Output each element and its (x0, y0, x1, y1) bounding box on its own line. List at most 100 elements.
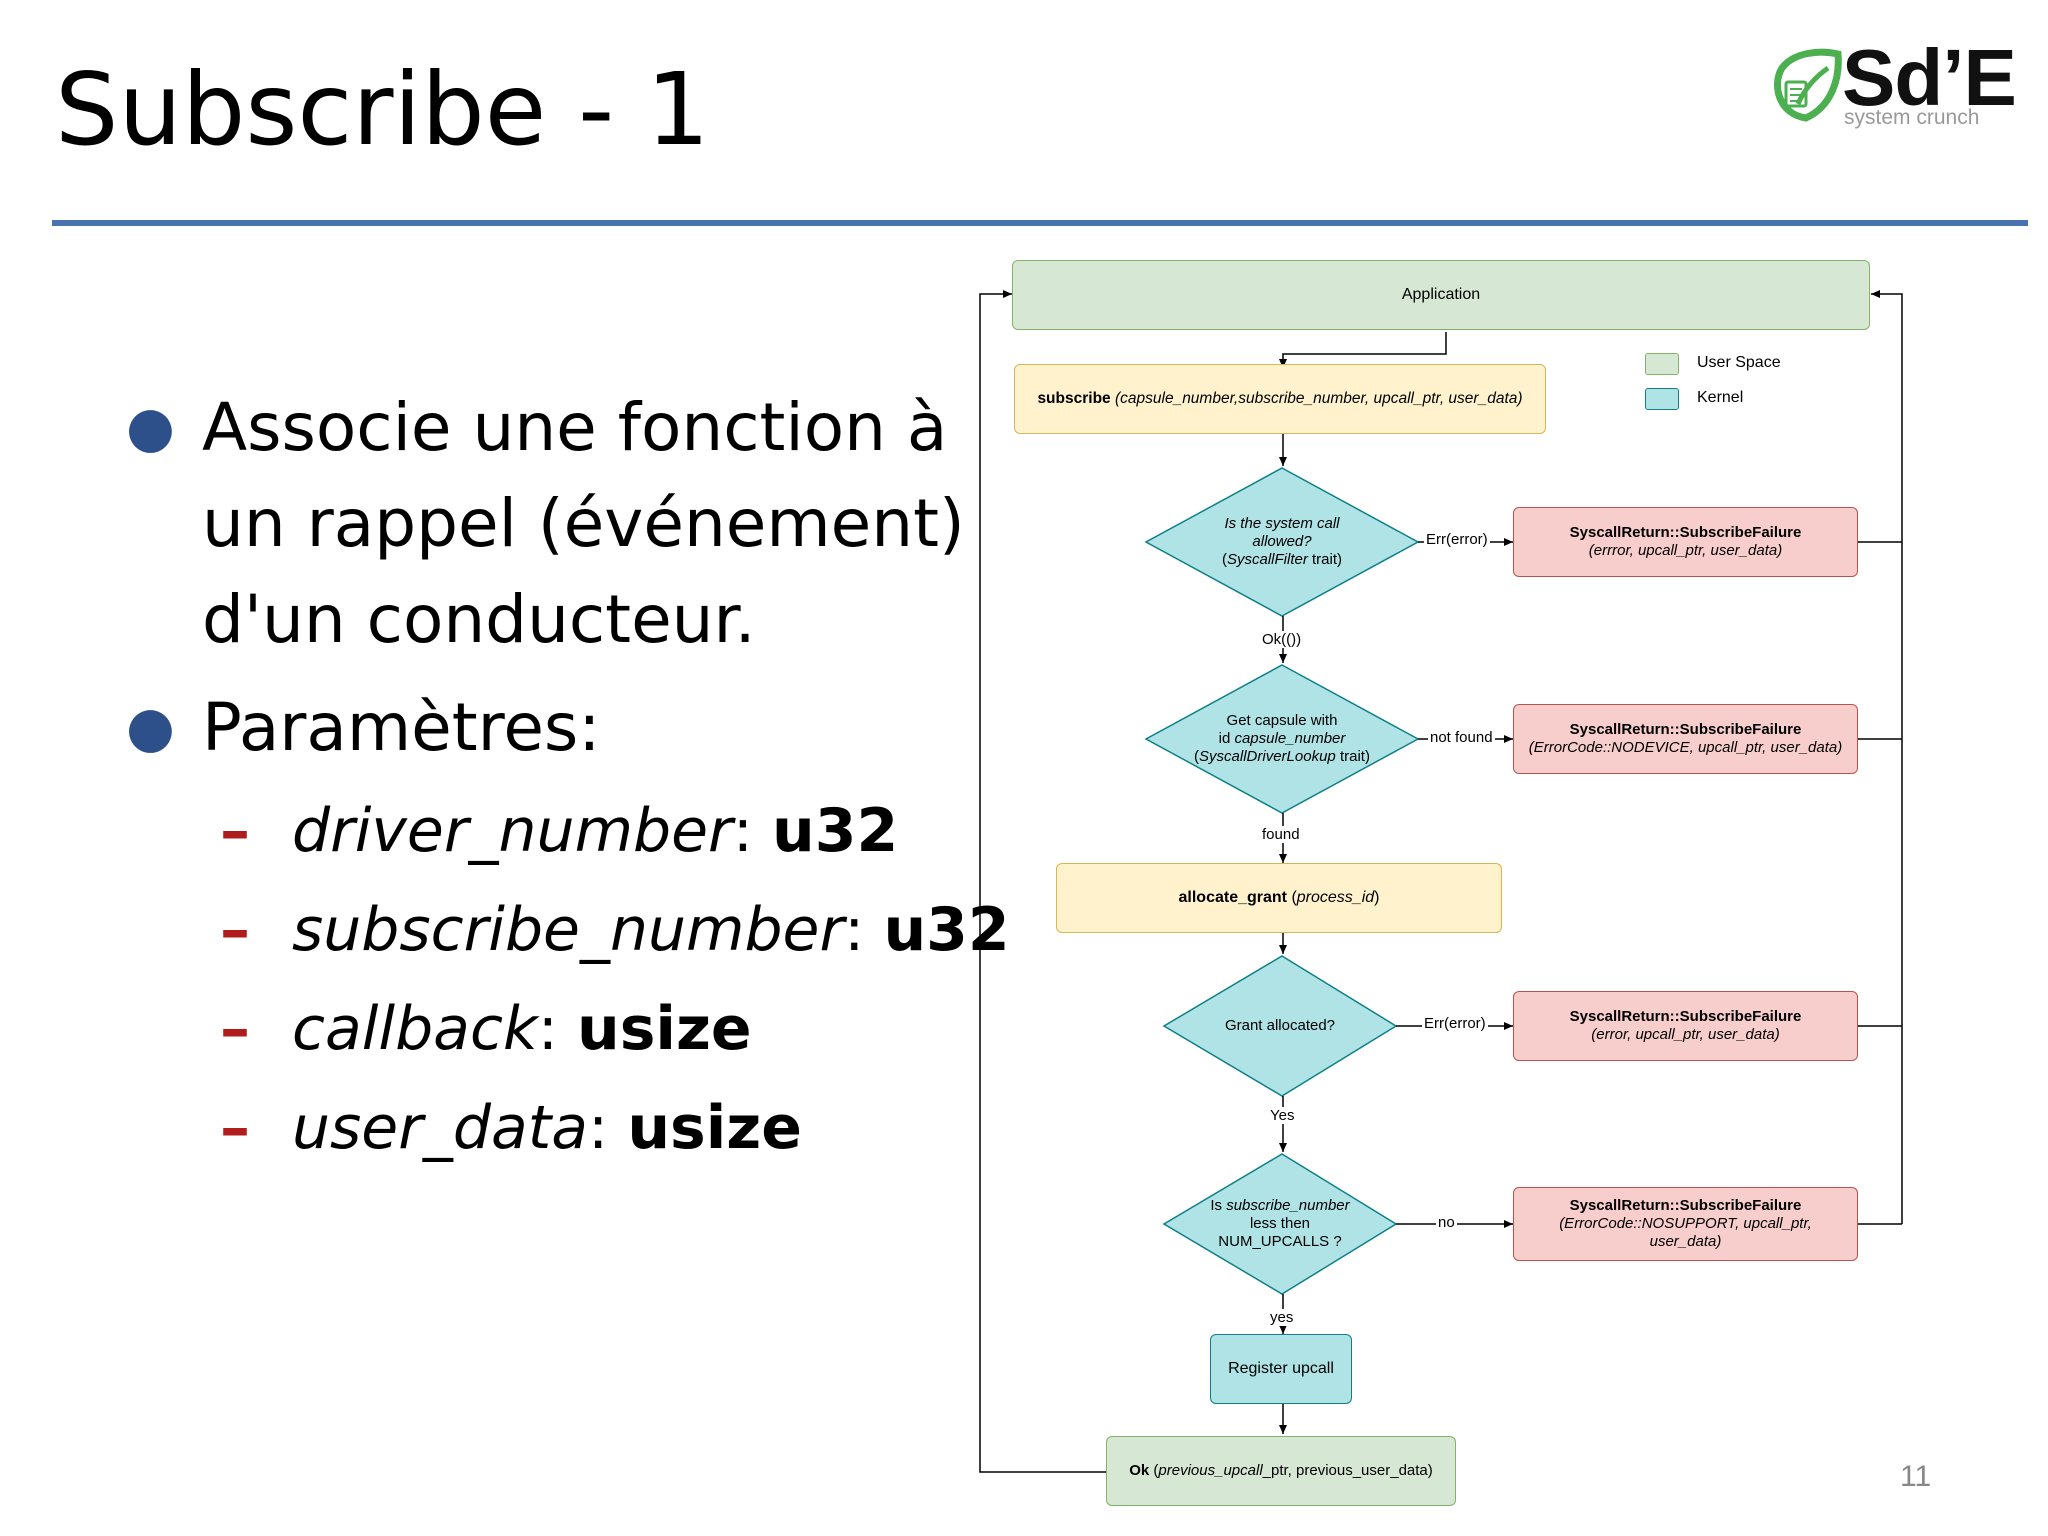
page-number: 11 (1900, 1460, 1932, 1493)
parameter-name: driver_number (292, 796, 733, 866)
subscribe-fn: subscribe (1037, 389, 1111, 407)
edge-app-to-subscribe (1279, 332, 1447, 368)
parameter-item: – callback: usize (120, 980, 980, 1079)
fail4-args-line1: (ErrorCode::NOSUPPORT, upcall_ptr, (1559, 1215, 1812, 1232)
allowed-line2: allowed? (1252, 533, 1312, 550)
legend-kernel-label: Kernel (1697, 389, 1744, 406)
failure-box-2: SyscallReturn::SubscribeFailure(ErrorCod… (1513, 704, 1858, 774)
subscribe-box: subscribe (capsule_number,subscribe_numb… (1014, 364, 1546, 434)
fail2-title: SyscallReturn::SubscribeFailure (1569, 721, 1802, 738)
application-label: Application (1401, 286, 1481, 304)
register-label: Register upcall (1228, 1360, 1334, 1378)
ok-args-rest: _ptr, previous_user_data) (1262, 1462, 1433, 1479)
bullet-text: Associe une fonction à un rappel (événem… (202, 389, 965, 658)
slide-title: Subscribe - 1 (55, 51, 710, 168)
edge-right-return-to-app (1871, 290, 1903, 1224)
edge-label-found: found (1260, 826, 1302, 843)
edge-label-ok: Ok(()) (1260, 631, 1304, 648)
parameter-type: u32 (771, 796, 899, 866)
capsule-line1: Get capsule with (1226, 712, 1338, 729)
parameter-name: callback (292, 994, 538, 1064)
edge-label-yes-upper: Yes (1268, 1107, 1297, 1124)
parameter-type: usize (576, 994, 752, 1064)
title-divider (52, 220, 2028, 226)
allowed-trait-rest: trait) (1307, 551, 1343, 568)
bullet-dot-icon: ● (126, 695, 175, 760)
application-box: Application (1012, 260, 1870, 330)
decision-grant-label: Grant allocated? (1224, 1017, 1336, 1034)
bullet-text: Paramètres: (202, 689, 601, 766)
allocate-fn: allocate_grant (1178, 889, 1287, 907)
bullet-dot-icon: ● (126, 395, 175, 460)
decision-grant-shape (1162, 955, 1398, 1097)
company-logo: Sd’E system crunch (1768, 38, 2028, 138)
capsule-trait-rest: trait) (1335, 748, 1370, 765)
allocate-arg: process_id (1296, 889, 1375, 907)
edge-label-err3: Err(error) (1422, 1015, 1488, 1032)
fail1-title: SyscallReturn::SubscribeFailure (1569, 524, 1802, 541)
parameter-item: – driver_number: u32 (120, 782, 980, 881)
legend-kernel-swatch (1645, 388, 1679, 410)
fail3-args: (error, upcall_ptr, user_data) (1591, 1026, 1780, 1043)
fail3-title: SyscallReturn::SubscribeFailure (1569, 1008, 1802, 1025)
legend-userspace-label: User Space (1697, 354, 1781, 371)
parameter-item: – user_data: usize (120, 1079, 980, 1178)
parameter-name: subscribe_number (292, 895, 845, 965)
logo-subtitle: system crunch (1844, 106, 1980, 129)
leaf-icon (1774, 48, 1842, 122)
ok-result-box: Ok (previous_upcall_ptr, previous_user_d… (1106, 1436, 1456, 1506)
decision-allowed-label: Is the system call allowed? (SyscallFilt… (1146, 505, 1418, 579)
decision-upcall-label: Is subscribe_number less then NUM_UPCALL… (1164, 1187, 1396, 1261)
decision-capsule-label: Get capsule with id capsule_number (Sysc… (1146, 702, 1418, 776)
bullet-item-parameters: ● Paramètres: (120, 680, 980, 776)
capsule-trait: SyscallDriverLookup (1199, 748, 1336, 765)
register-upcall-box: Register upcall (1210, 1334, 1352, 1404)
upcall-line1-plain: Is (1210, 1197, 1227, 1214)
dash-icon: – (220, 994, 250, 1064)
subscribe-args: (capsule_number,subscribe_number, upcall… (1114, 389, 1523, 407)
parameter-colon: : (844, 895, 884, 965)
allocate-grant-box: allocate_grant (process_id) (1056, 863, 1502, 933)
bullet-item-description: ● Associe une fonction à un rappel (évén… (120, 380, 980, 668)
bullet-list: ● Associe une fonction à un rappel (évén… (120, 380, 1010, 1178)
allowed-trait: SyscallFilter (1226, 551, 1308, 568)
failure-box-4: SyscallReturn::SubscribeFailure(ErrorCod… (1513, 1187, 1858, 1261)
decision-allowed-shape (1144, 467, 1420, 617)
parameter-colon: : (537, 994, 577, 1064)
failure-box-1: SyscallReturn::SubscribeFailure(errror, … (1513, 507, 1858, 577)
upcall-line2: less then (1249, 1215, 1311, 1232)
ok-arg1: previous_upcall (1158, 1462, 1263, 1479)
parameter-type: u32 (883, 895, 1010, 965)
parameter-list: – driver_number: u32 – subscribe_number:… (120, 782, 1010, 1178)
flowchart-connectors (979, 290, 1903, 1473)
edge-ok-return-to-app (979, 290, 1106, 1473)
fail4-args-line2: user_data) (1649, 1233, 1722, 1250)
fail1-args: (errror, upcall_ptr, user_data) (1588, 542, 1783, 559)
subscribe-flowchart: User Space Kernel Application subscribe … (950, 250, 1950, 1530)
edge-label-no: no (1436, 1214, 1457, 1231)
capsule-paren: ( (1194, 748, 1200, 765)
allocate-paren-close: ) (1374, 889, 1380, 907)
parameter-type: usize (627, 1093, 802, 1163)
dash-icon: – (220, 895, 250, 965)
upcall-line3: NUM_UPCALLS ? (1218, 1233, 1342, 1250)
edge-label-yes-lower: yes (1268, 1309, 1296, 1326)
capsule-line2-italic: capsule_number (1234, 730, 1346, 747)
fail4-title: SyscallReturn::SubscribeFailure (1569, 1197, 1802, 1214)
parameter-colon: : (732, 796, 772, 866)
parameter-colon: : (588, 1093, 628, 1163)
ok-paren-open: ( (1149, 1462, 1159, 1479)
logo-wordmark: Sd’E (1842, 33, 2017, 122)
upcall-line1-italic: subscribe_number (1226, 1197, 1350, 1214)
decision-upcall-shape (1162, 1153, 1398, 1295)
decision-capsule-shape (1144, 664, 1420, 814)
fail2-args: (ErrorCode::NODEVICE, upcall_ptr, user_d… (1528, 739, 1843, 756)
parameter-name: user_data (292, 1093, 589, 1163)
parameter-item: – subscribe_number: u32 (120, 881, 1010, 980)
failure-box-3: SyscallReturn::SubscribeFailure(error, u… (1513, 991, 1858, 1061)
dash-icon: – (220, 1093, 250, 1163)
allocate-paren-open: ( (1287, 889, 1297, 907)
dash-icon: – (220, 796, 250, 866)
allowed-paren: ( (1221, 551, 1227, 568)
edge-label-err1: Err(error) (1424, 531, 1490, 548)
